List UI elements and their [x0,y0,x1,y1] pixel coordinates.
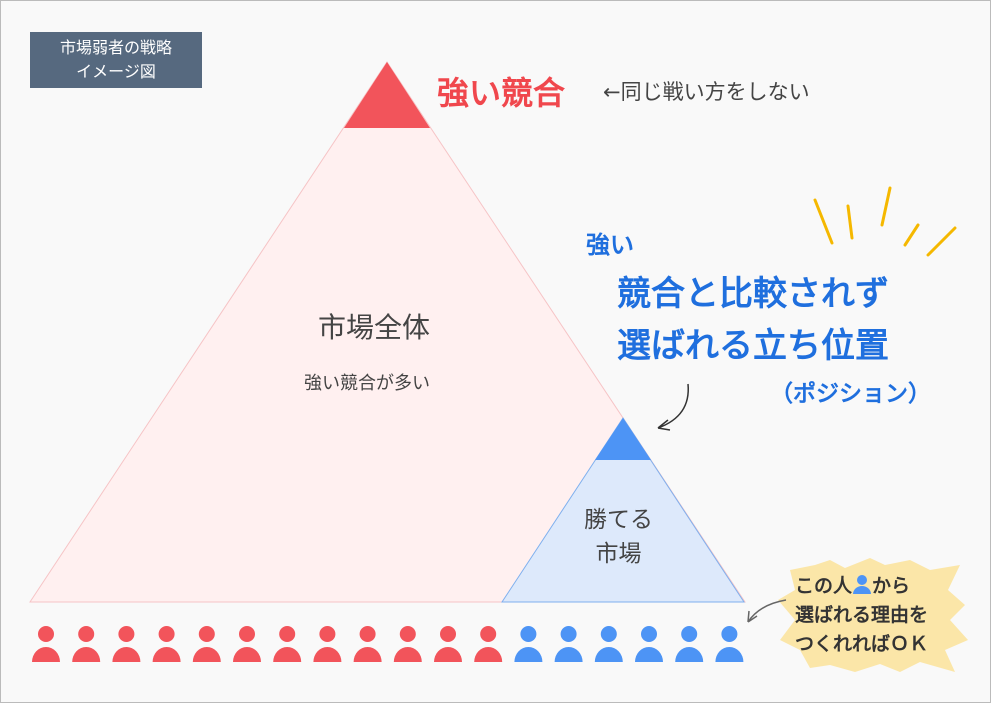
arrow-to-people [747,599,787,623]
person-icon-red [233,626,261,662]
top-competitor-cap [344,62,430,128]
person-icon-red [313,626,342,662]
person-icon-red [32,626,60,662]
person-icon-red [72,626,101,662]
person-icon-red [273,626,302,662]
callout-line1b: から [872,575,911,597]
person-icon-red [112,626,141,662]
winnable-line2: 市場 [595,541,642,567]
person-icon-red [192,626,221,662]
callout-line3: つくれればＯＫ [795,633,929,655]
person-icon-blue [675,626,704,662]
market-triangle [29,61,746,603]
person-icon [853,575,872,594]
badge-line1: 市場弱者の戦略 [59,38,172,57]
person-icon-blue [635,626,663,662]
position-line1: 強い [586,231,634,259]
emphasis-lines [813,186,957,257]
position-line2: 競合と比較されず [617,274,889,314]
callout-line1a: この人 [795,575,853,597]
market-subtitle: 強い競合が多い [304,373,430,394]
diagram-title-badge: 市場弱者の戦略イメージ図 [30,32,202,88]
person-icon-red [434,626,462,662]
strong-competitor-label: 強い競合 [437,74,566,112]
callout-text: この人から 選ばれる理由を つくれればＯＫ [795,572,928,659]
person-icon-red [152,626,181,662]
people-row [32,626,744,662]
person-icon-blue [715,626,744,662]
callout-burst [778,558,968,672]
person-icon-red [474,626,503,662]
winnable-triangle [501,417,745,603]
position-line3: 選ばれる立ち位置 [617,326,889,366]
person-icon-blue [554,626,583,662]
position-cap [595,418,651,460]
arrow-to-position [657,383,689,431]
position-line4: （ポジション） [770,381,931,407]
winnable-line1: 勝てる [584,507,653,533]
market-title: 市場全体 [318,311,431,344]
callout-line2: 選ばれる理由を [795,604,929,626]
position-heading: 競合と比較されず選ばれる立ち位置 [617,268,889,372]
person-icon-red [353,626,382,662]
winnable-market-label: 勝てる市場 [584,503,653,571]
strong-competitor-note: ←同じ戦い方をしない [603,80,810,104]
person-icon-blue [514,626,543,662]
person-icon-blue [594,626,623,662]
badge-line2: イメージ図 [76,62,156,81]
person-icon-red [393,626,422,662]
